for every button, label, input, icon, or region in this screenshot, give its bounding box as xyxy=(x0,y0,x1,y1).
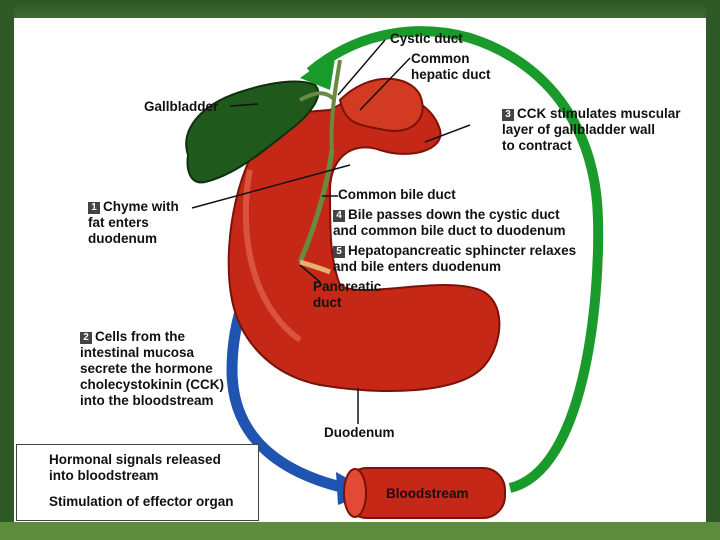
step-4-number: 4 xyxy=(333,210,345,222)
step-1-number: 1 xyxy=(88,202,100,214)
step-5-number: 5 xyxy=(333,246,345,258)
label-common-hepatic-duct: Common hepatic duct xyxy=(411,51,491,83)
bloodstream-tube-end xyxy=(344,469,366,517)
label-common-bile-duct: Common bile duct xyxy=(338,187,456,203)
step-2-text: Cells from the intestinal mucosa secrete… xyxy=(80,329,224,408)
legend-stimulation-text: Stimulation of effector organ xyxy=(49,494,234,510)
label-pancreatic-duct: Pancreatic duct xyxy=(313,279,381,311)
label-bloodstream: Bloodstream xyxy=(386,486,469,502)
step-4-text: Bile passes down the cystic duct and com… xyxy=(333,207,566,238)
step-5-text: Hepatopancreatic sphincter relaxes and b… xyxy=(333,243,576,274)
label-cystic-duct: Cystic duct xyxy=(390,31,463,47)
step-3-text: CCK stimulates muscular layer of gallbla… xyxy=(502,106,681,153)
step-1-text: Chyme with fat enters duodenum xyxy=(88,199,179,246)
label-duodenum: Duodenum xyxy=(324,425,395,441)
step-2-number: 2 xyxy=(80,332,92,344)
label-gallbladder: Gallbladder xyxy=(144,99,218,115)
step-3-number: 3 xyxy=(502,109,514,121)
legend-hormonal-text: Hormonal signals released into bloodstre… xyxy=(49,452,221,484)
